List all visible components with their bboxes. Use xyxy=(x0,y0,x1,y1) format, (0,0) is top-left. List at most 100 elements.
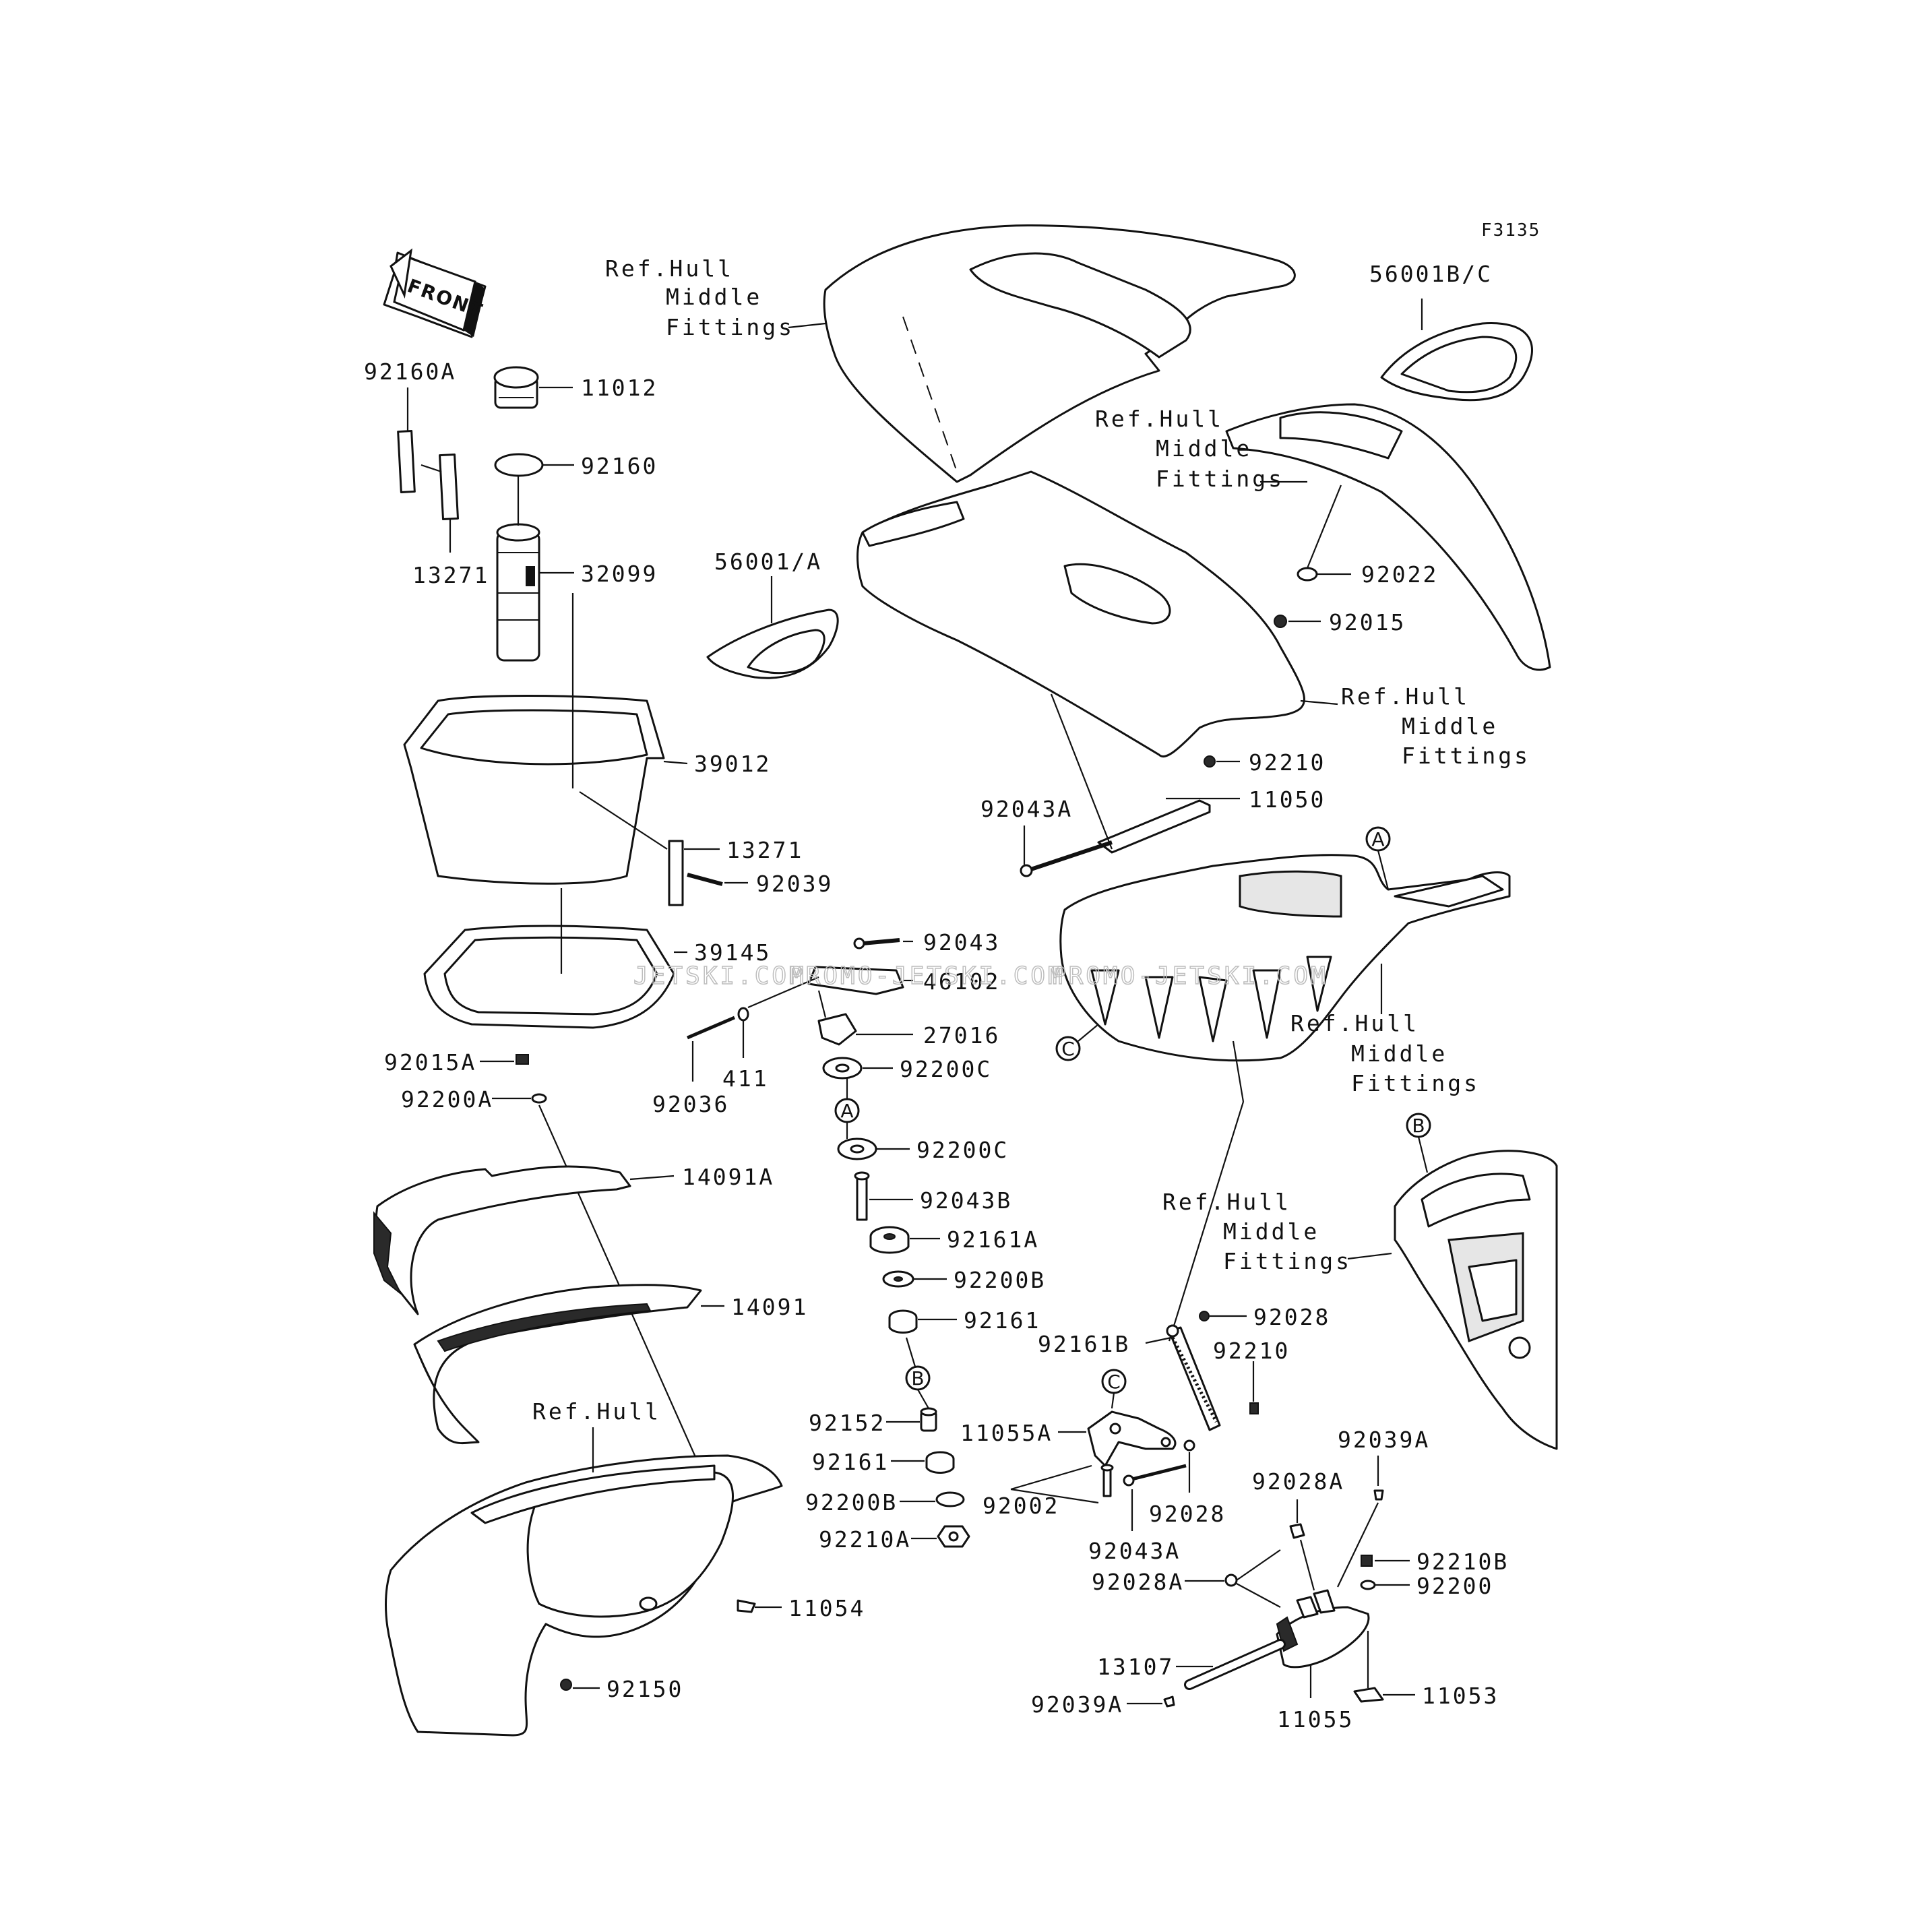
svg-text:Fittings: Fittings xyxy=(1223,1248,1352,1274)
label-92160: 92160 xyxy=(581,453,658,479)
rubber-92161a xyxy=(869,1226,940,1254)
mirror-left xyxy=(706,576,839,679)
svg-text:Ref.Hull: Ref.Hull xyxy=(605,255,734,282)
bracket-11050 xyxy=(1050,693,1240,854)
hull-rear xyxy=(385,1454,783,1737)
label-27016: 27016 xyxy=(923,1022,1000,1049)
nut-92210-top xyxy=(1204,755,1240,768)
bolt-92043b xyxy=(854,1171,913,1221)
label-14091: 14091 xyxy=(731,1294,808,1320)
label-92022: 92022 xyxy=(1361,561,1438,588)
label-92210-mid: 92210 xyxy=(1213,1338,1290,1364)
label-92200: 92200 xyxy=(1416,1573,1493,1599)
ring-b-right: B xyxy=(1406,1113,1431,1173)
svg-text:Fittings: Fittings xyxy=(1156,466,1284,492)
gasket-39145 xyxy=(423,888,687,1029)
screw-92039 xyxy=(687,873,748,886)
pin-13107 xyxy=(1176,1639,1286,1690)
label-92200b-1: 92200B xyxy=(954,1267,1046,1293)
svg-text:B: B xyxy=(911,1367,924,1390)
washer-92028-1 xyxy=(1199,1311,1247,1321)
screw-92039a-2 xyxy=(1127,1695,1175,1708)
svg-text:A: A xyxy=(840,1100,853,1122)
washer-92200 xyxy=(1360,1580,1410,1590)
bolt-92043a-bot xyxy=(1123,1464,1187,1531)
right-side-trim xyxy=(1225,403,1551,671)
label-56001bc: 56001B/C xyxy=(1369,261,1493,287)
nut-92015 xyxy=(1274,615,1321,628)
ring-b-mid: B xyxy=(905,1337,931,1391)
label-92210-top: 92210 xyxy=(1249,749,1326,776)
bolt-92150 xyxy=(560,1679,600,1691)
clip-11054 xyxy=(737,1599,782,1613)
nut-92028a-1 xyxy=(1289,1499,1315,1591)
watermark-3: PROMO-JETSKI.COM xyxy=(1051,962,1328,990)
nut-92210b xyxy=(1361,1555,1410,1567)
svg-text:Ref.Hull: Ref.Hull xyxy=(532,1398,661,1425)
screw-92039a-1 xyxy=(1337,1456,1384,1588)
label-92210b: 92210B xyxy=(1416,1549,1509,1575)
trim-14091 xyxy=(413,1284,724,1445)
svg-text:Middle: Middle xyxy=(1223,1218,1319,1245)
figure-code: F3135 xyxy=(1481,220,1540,241)
label-13271-mid: 13271 xyxy=(726,837,803,863)
label-92028-1: 92028 xyxy=(1253,1304,1330,1330)
hull-center-section xyxy=(1059,854,1511,1062)
ref-hull-center-label: Ref.Hull Middle Fittings xyxy=(1300,683,1528,769)
cap-11012 xyxy=(493,366,573,409)
ring-c-top: C xyxy=(1055,1024,1099,1061)
hinge-arm-11055a xyxy=(1058,1410,1177,1467)
label-92200b-2: 92200B xyxy=(805,1489,898,1516)
label-92200c-1: 92200C xyxy=(900,1056,992,1082)
label-92161b: 92161B xyxy=(1038,1331,1130,1357)
label-92043a-top: 92043A xyxy=(980,796,1073,822)
svg-text:Fittings: Fittings xyxy=(1351,1070,1480,1096)
knob-27016 xyxy=(817,990,913,1046)
side-cover xyxy=(856,470,1305,758)
label-11053: 11053 xyxy=(1422,1683,1499,1709)
label-92039a-2: 92039A xyxy=(1031,1691,1123,1718)
label-92043b: 92043B xyxy=(920,1187,1012,1214)
rubber-92161-2 xyxy=(891,1451,955,1474)
washer-92200b-1 xyxy=(882,1270,947,1288)
label-92043a-bot: 92043A xyxy=(1088,1538,1181,1564)
label-92161-1: 92161 xyxy=(964,1307,1040,1334)
screw-92036 xyxy=(687,1016,735,1082)
label-14091a: 14091A xyxy=(682,1164,774,1190)
label-11055: 11055 xyxy=(1277,1706,1354,1733)
spacer-92152 xyxy=(886,1407,937,1432)
label-92015a: 92015A xyxy=(384,1049,476,1076)
label-11012: 11012 xyxy=(581,375,658,401)
plate-11053 xyxy=(1353,1631,1415,1703)
svg-text:C: C xyxy=(1107,1371,1121,1393)
rubber-92161-1 xyxy=(888,1309,957,1334)
ref-hull-right-mid-label: Ref.Hull Middle Fittings xyxy=(1290,964,1480,1096)
washer-92200c-1 xyxy=(822,1057,893,1080)
bolt-92043 xyxy=(853,937,913,949)
watermark-1: JETSKI.COM xyxy=(633,962,807,990)
label-56001a: 56001/A xyxy=(714,549,822,575)
washer-411 xyxy=(737,976,819,1058)
plate-13271-mid xyxy=(579,791,720,906)
upper-deck-cover xyxy=(823,224,1296,483)
label-13107: 13107 xyxy=(1097,1654,1174,1680)
watermark-2: PROMO-JETSKI.COM xyxy=(788,962,1065,990)
label-11054: 11054 xyxy=(788,1595,865,1621)
svg-text:Ref.Hull: Ref.Hull xyxy=(1095,406,1224,432)
label-92043: 92043 xyxy=(923,929,1000,956)
svg-text:Middle: Middle xyxy=(1156,435,1252,462)
ring-a-mid: A xyxy=(834,1078,860,1139)
svg-text:B: B xyxy=(1412,1115,1425,1137)
front-arrow-icon: FRONT xyxy=(383,248,487,338)
svg-text:A: A xyxy=(1371,828,1384,850)
ref-hull-right-upper-label: Ref.Hull Middle Fittings xyxy=(1095,406,1284,492)
plate-92160a xyxy=(397,387,416,493)
label-92028a-1: 92028A xyxy=(1252,1468,1344,1495)
label-92039a-1: 92039A xyxy=(1338,1427,1430,1453)
label-11050: 11050 xyxy=(1249,786,1326,813)
storage-bin-39012 xyxy=(403,593,688,885)
ref-hull-lower-mid-label: Ref.Hull Middle Fittings xyxy=(1162,1189,1392,1274)
label-92150: 92150 xyxy=(606,1676,683,1702)
svg-text:Middle: Middle xyxy=(1351,1040,1447,1067)
